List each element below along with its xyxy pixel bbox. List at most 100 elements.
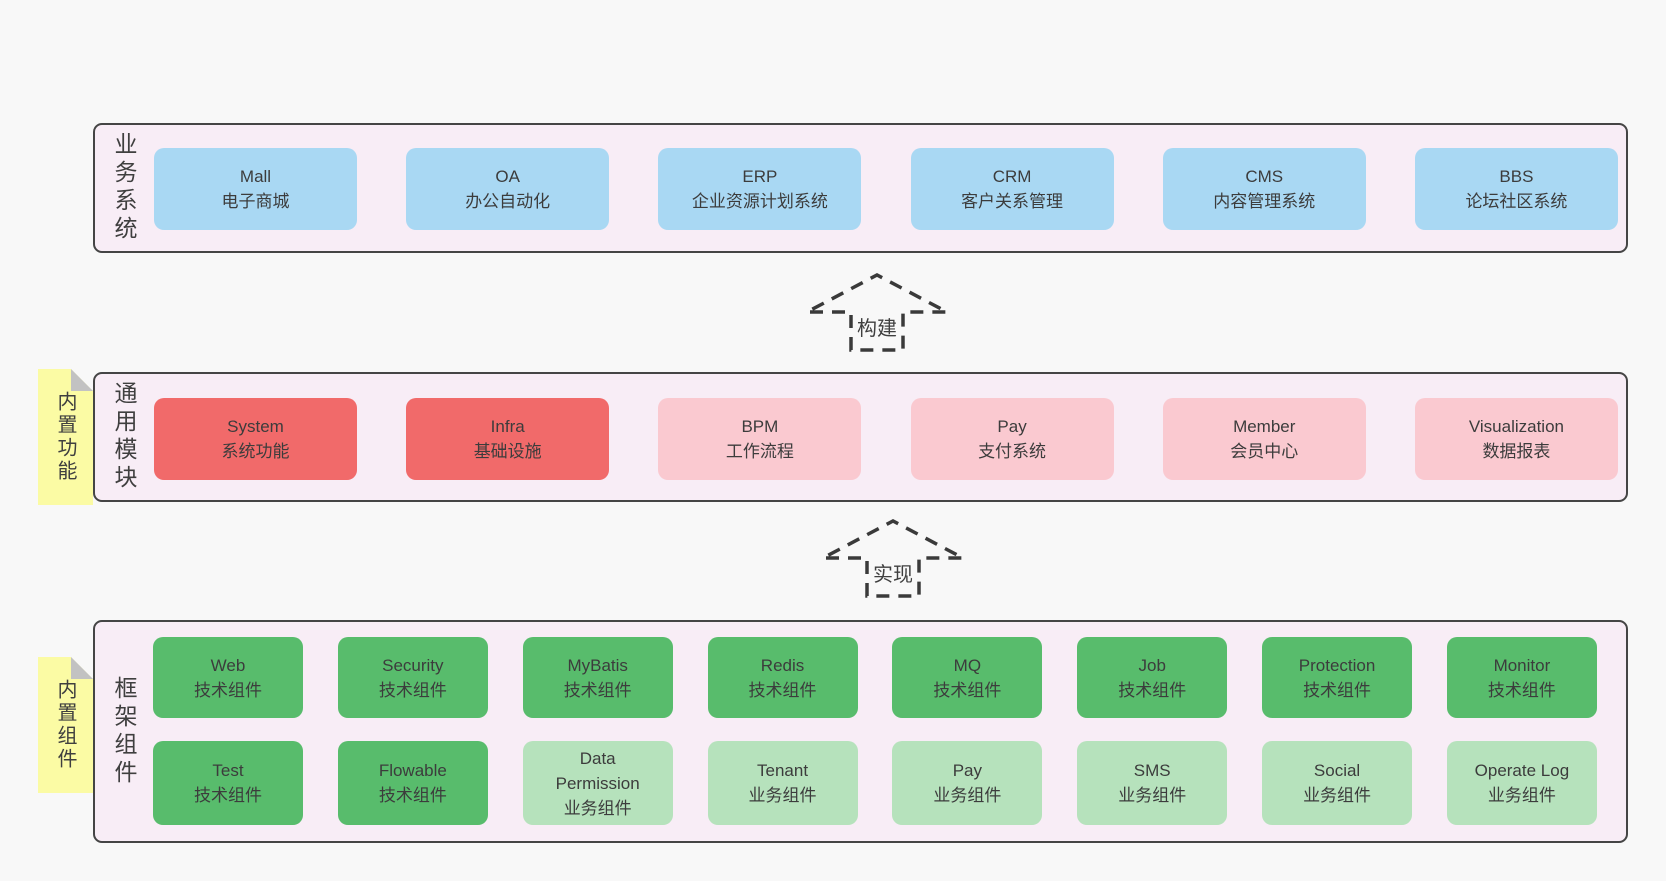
sticky-note-builtin-functions: 内置功能 (38, 369, 93, 505)
box-name: Security (382, 655, 444, 675)
box-system: System 系统功能 (154, 398, 357, 480)
box-desc: 技术组件 (378, 680, 447, 700)
box-desc: 技术组件 (1303, 680, 1372, 700)
components-box-row-1: Web 技术组件 Security 技术组件 MyBatis 技术组件 Redi… (153, 637, 1597, 718)
box-desc: 电子商城 (221, 192, 290, 211)
box-visualization: Visualization 数据报表 (1414, 398, 1618, 480)
box-name: MyBatis (567, 655, 628, 675)
box-name: Flowable (378, 761, 447, 780)
box-desc: 支付系统 (978, 442, 1047, 461)
box-name: Operate Log (1474, 761, 1570, 780)
box-mall: Mall 电子商城 (154, 148, 357, 230)
box-mybatis: MyBatis 技术组件 (522, 637, 673, 718)
box-erp: ERP 企业资源计划系统 (658, 148, 862, 230)
box-name: Data Permission (555, 748, 640, 793)
box-name: Visualization (1468, 417, 1564, 436)
layer-label-modules: 通用模块 (107, 374, 141, 500)
box-crm: CRM 客户关系管理 (910, 148, 1114, 230)
box-desc: 技术组件 (563, 680, 632, 700)
box-protection: Protection 技术组件 (1262, 637, 1413, 718)
box-pay-component: Pay 业务组件 (892, 741, 1043, 825)
implement-arrow: 实现 (818, 518, 968, 598)
box-desc: 技术组件 (194, 786, 262, 805)
box-name: SMS (1133, 761, 1171, 780)
box-name: CRM (992, 167, 1032, 186)
box-mq: MQ 技术组件 (892, 637, 1043, 718)
box-desc: 技术组件 (378, 786, 447, 805)
box-name: CMS (1245, 167, 1284, 186)
box-desc: 内容管理系统 (1213, 192, 1316, 211)
box-pay-system: Pay 支付系统 (910, 398, 1114, 480)
box-desc: 系统功能 (221, 442, 290, 461)
box-desc: 办公自动化 (465, 192, 551, 211)
box-name: Redis (760, 655, 805, 675)
box-name: Job (1138, 655, 1166, 675)
box-name: Protection (1298, 655, 1376, 675)
box-desc: 技术组件 (1487, 680, 1556, 700)
box-name: System (227, 417, 284, 436)
box-data-permission: Data Permission 业务组件 (522, 741, 673, 825)
box-desc: 技术组件 (933, 680, 1002, 700)
box-desc: 基础设施 (473, 442, 542, 461)
sticky-fold-icon (71, 369, 93, 391)
layer-common-modules: 通用模块 System 系统功能 Infra 基础设施 BPM 工作流程 Pay… (93, 372, 1628, 502)
box-infra: Infra 基础设施 (406, 398, 610, 480)
dashed-up-arrow-icon (822, 519, 964, 598)
layer-label-text: 框架组件 (111, 675, 137, 788)
box-job: Job 技术组件 (1077, 637, 1228, 718)
box-name: Web (210, 655, 246, 675)
layer-business-systems: 业务系统 Mall 电子商城 OA 办公自动化 ERP 企业资源计划系统 CRM… (93, 123, 1628, 253)
box-name: Test (212, 761, 244, 780)
box-redis: Redis 技术组件 (707, 637, 858, 718)
box-name: BPM (741, 417, 779, 436)
sticky-fold-icon (71, 657, 93, 679)
box-name: BBS (1499, 167, 1534, 186)
box-name: OA (495, 167, 520, 186)
business-box-row: Mall 电子商城 OA 办公自动化 ERP 企业资源计划系统 CRM 客户关系… (154, 148, 1618, 230)
build-arrow-label: 构建 (854, 312, 900, 341)
box-desc: 业务组件 (748, 786, 817, 805)
box-name: MQ (953, 655, 982, 675)
box-desc: 业务组件 (1118, 786, 1187, 805)
box-name: Monitor (1493, 655, 1551, 675)
sticky-note-text: 内置组件 (54, 679, 76, 771)
layer-label-text: 业务系统 (111, 132, 137, 244)
box-desc: 会员中心 (1230, 442, 1299, 461)
sticky-note-text: 内置功能 (54, 391, 76, 483)
box-desc: 工作流程 (725, 442, 794, 461)
layer-label-text: 通用模块 (111, 381, 137, 493)
box-test: Test 技术组件 (153, 741, 303, 825)
box-name: Pay (997, 417, 1027, 436)
box-web: Web 技术组件 (153, 637, 303, 718)
box-name: Pay (952, 761, 983, 780)
box-desc: 技术组件 (1118, 680, 1187, 700)
box-monitor: Monitor 技术组件 (1446, 637, 1597, 718)
box-cms: CMS 内容管理系统 (1162, 148, 1366, 230)
layer-label-components: 框架组件 (107, 622, 141, 841)
build-arrow: 构建 (802, 272, 952, 352)
box-name: Social (1313, 761, 1361, 780)
modules-box-row: System 系统功能 Infra 基础设施 BPM 工作流程 Pay 支付系统… (154, 398, 1618, 480)
box-desc: 业务组件 (1303, 786, 1372, 805)
box-oa: OA 办公自动化 (406, 148, 610, 230)
layer-label-business: 业务系统 (107, 125, 141, 251)
layer-framework-components: 框架组件 Web 技术组件 Security 技术组件 MyBatis 技术组件… (93, 620, 1628, 843)
dashed-up-arrow-icon (806, 273, 948, 352)
box-member: Member 会员中心 (1162, 398, 1366, 480)
box-name: Infra (490, 417, 525, 436)
box-desc: 技术组件 (748, 680, 817, 700)
box-name: ERP (742, 167, 778, 186)
box-sms: SMS 业务组件 (1077, 741, 1228, 825)
box-bpm: BPM 工作流程 (658, 398, 862, 480)
box-tenant: Tenant 业务组件 (707, 741, 858, 825)
box-bbs: BBS 论坛社区系统 (1414, 148, 1618, 230)
box-security: Security 技术组件 (337, 637, 488, 718)
components-box-row-2: Test 技术组件 Flowable 技术组件 Data Permission … (153, 741, 1597, 825)
box-desc: 业务组件 (1487, 786, 1556, 805)
box-social: Social 业务组件 (1262, 741, 1413, 825)
box-name: Mall (239, 167, 272, 186)
box-operate-log: Operate Log 业务组件 (1446, 741, 1597, 825)
implement-arrow-label: 实现 (870, 558, 916, 587)
box-desc: 客户关系管理 (961, 192, 1064, 211)
